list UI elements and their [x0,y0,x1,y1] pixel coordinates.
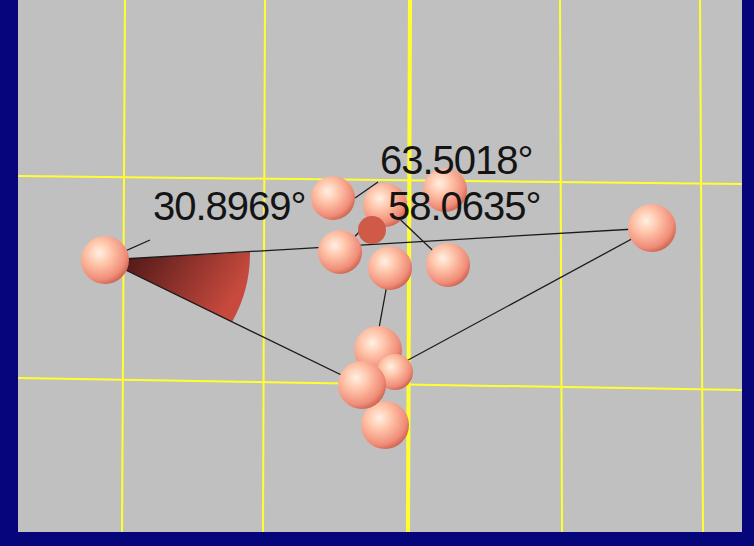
viewport-ground [18,0,742,532]
bonds [105,182,652,385]
angle-label: 63.5018° [380,140,533,180]
angle-label: 30.8969° [153,186,306,226]
angle-label: 58.0635° [388,186,541,226]
grid [18,0,742,532]
atoms [81,168,676,449]
